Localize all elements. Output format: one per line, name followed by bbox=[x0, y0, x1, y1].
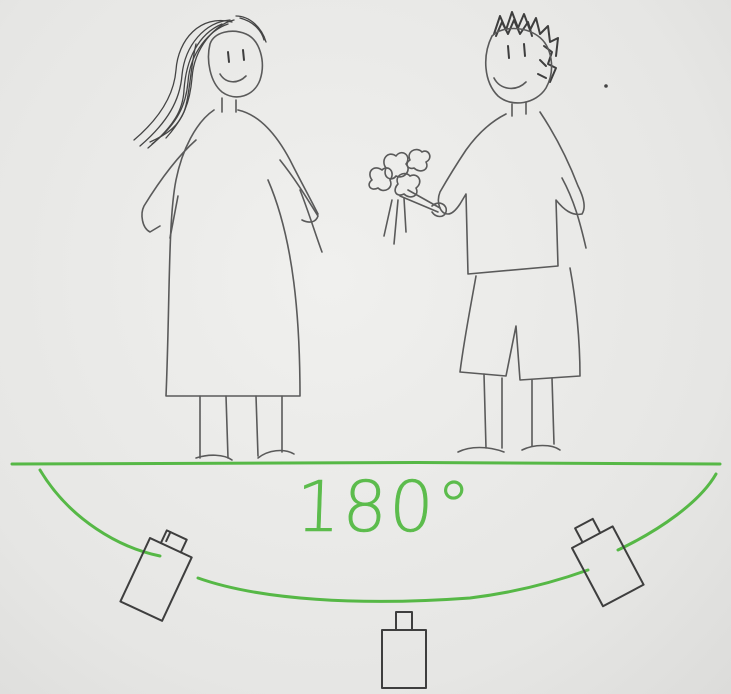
man-eye-left bbox=[508, 46, 509, 58]
arc-bottom bbox=[198, 570, 588, 601]
woman-eye-right bbox=[243, 50, 244, 60]
stage-line bbox=[12, 463, 720, 465]
woman-hair bbox=[134, 16, 266, 148]
man-eye-right bbox=[524, 44, 525, 56]
pencil-dot bbox=[604, 84, 608, 88]
camera-left bbox=[120, 525, 197, 621]
man-shorts bbox=[460, 268, 580, 380]
camera-right bbox=[564, 512, 643, 606]
arc-right bbox=[618, 474, 716, 550]
woman-smile bbox=[220, 74, 246, 82]
woman-dress bbox=[166, 110, 300, 396]
flower-bouquet bbox=[369, 150, 446, 244]
woman-figure bbox=[134, 16, 322, 460]
angle-label: 180° bbox=[295, 472, 474, 542]
man-head bbox=[486, 29, 552, 103]
woman-eye-left bbox=[228, 52, 229, 62]
man-figure bbox=[438, 12, 586, 452]
man-smile bbox=[494, 78, 526, 88]
camera-center bbox=[382, 612, 426, 688]
woman-head bbox=[209, 31, 263, 97]
arc-left bbox=[40, 470, 160, 556]
man-shirt bbox=[438, 112, 584, 274]
man-hair bbox=[494, 12, 558, 82]
